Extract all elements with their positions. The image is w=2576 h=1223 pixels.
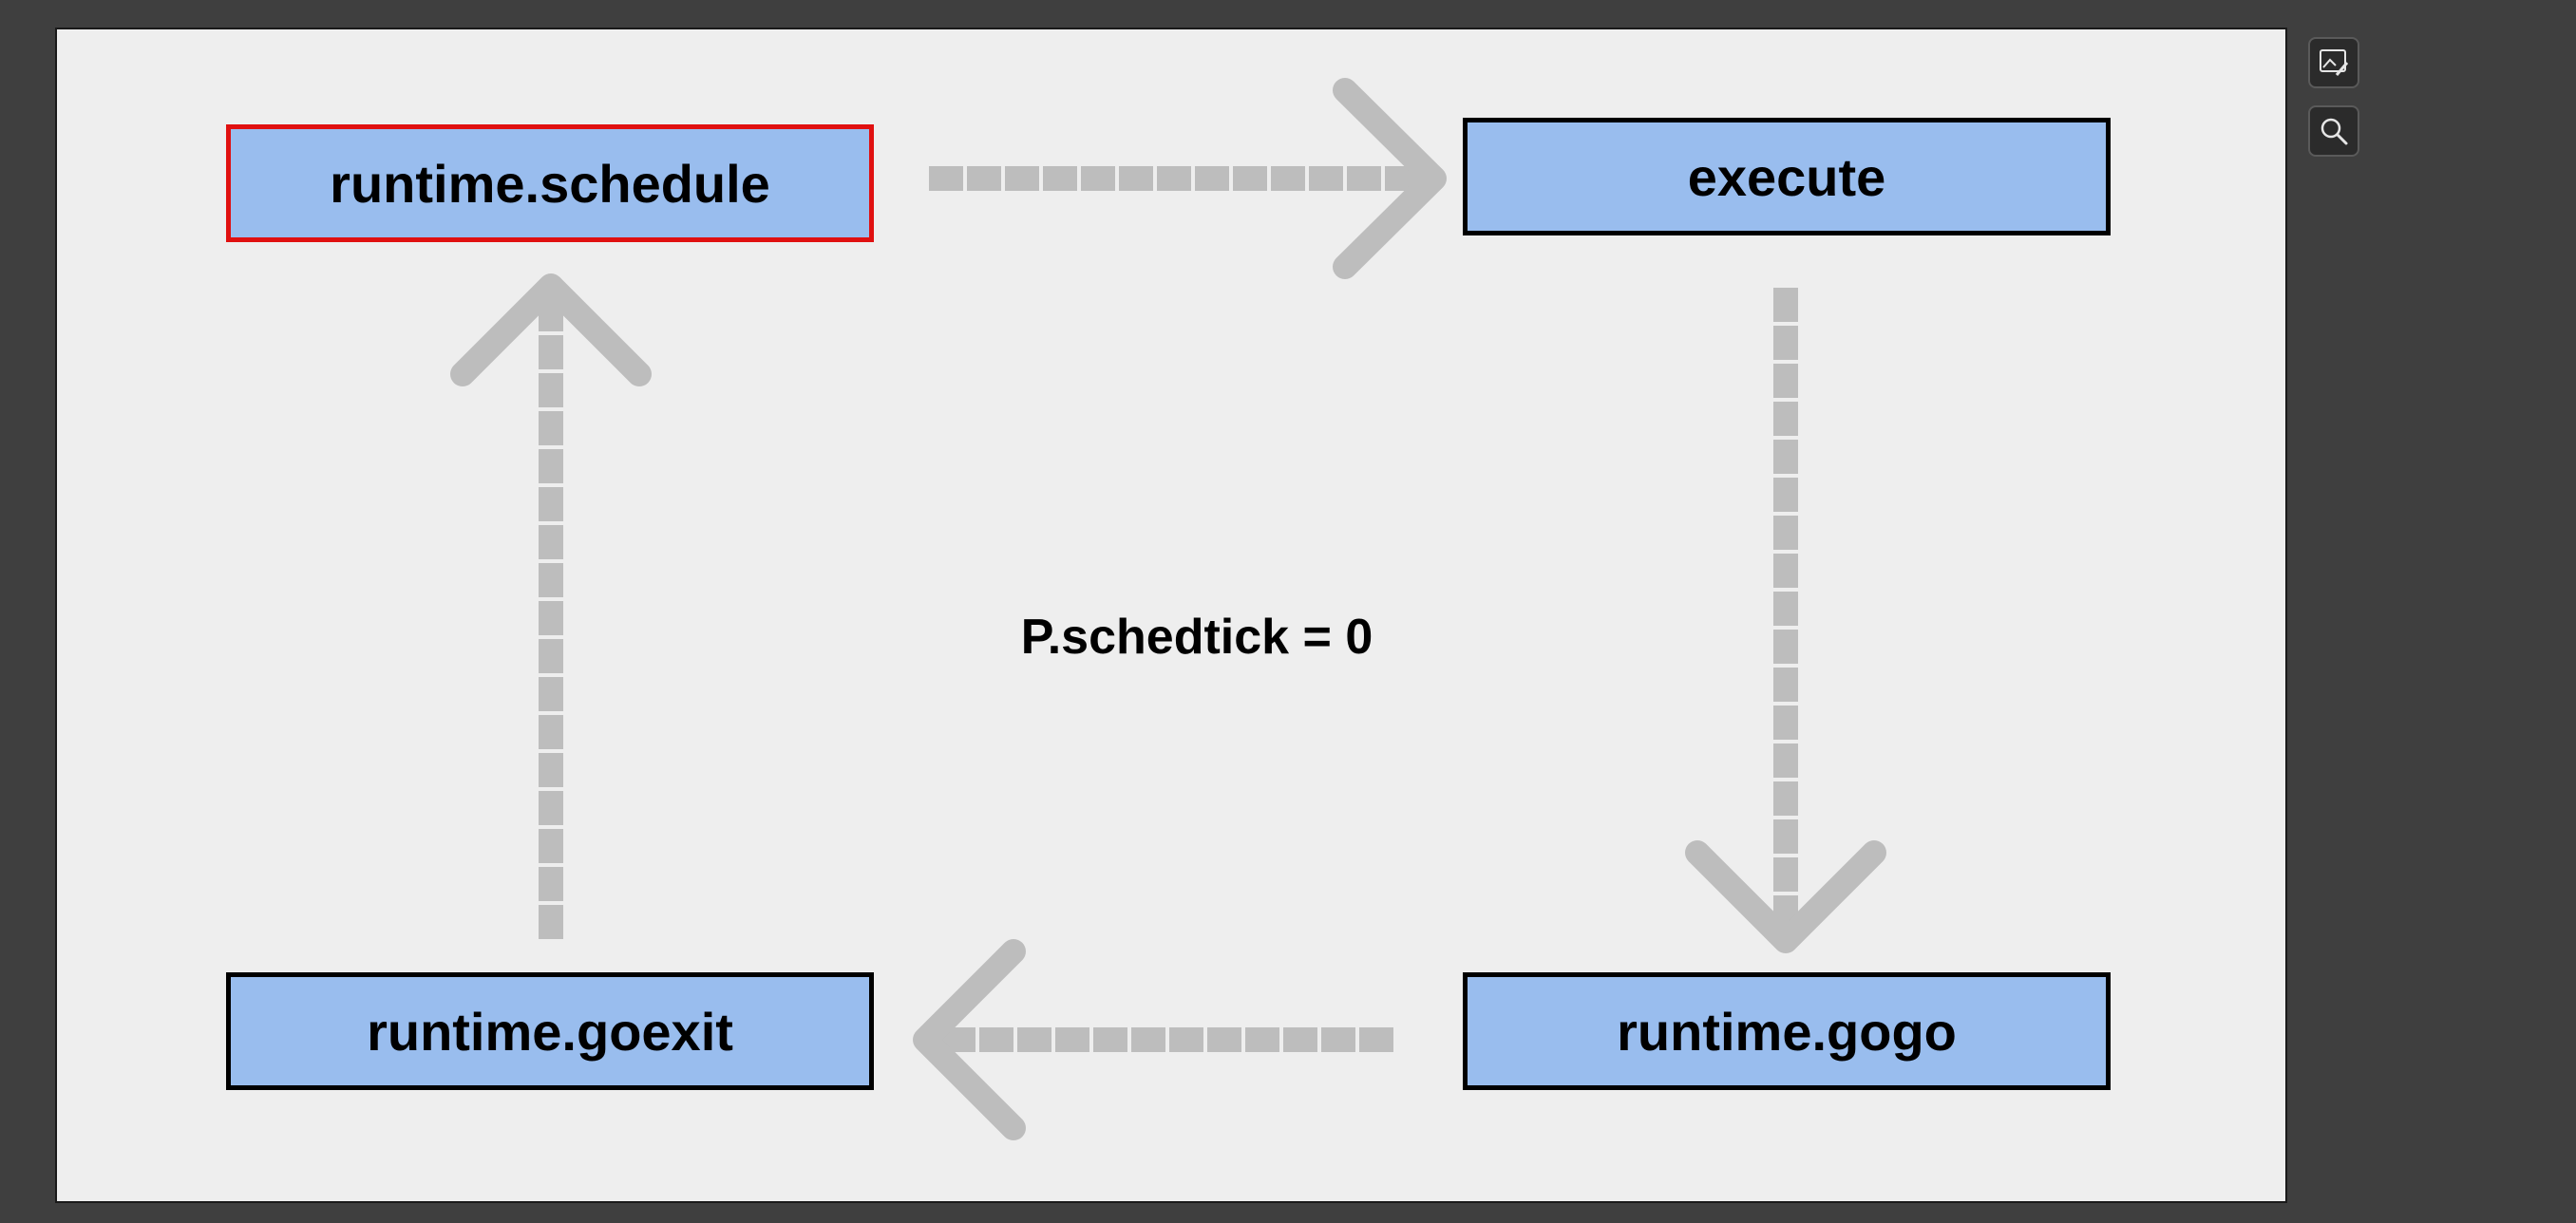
center-label: P.schedtick = 0 [1020, 610, 1373, 665]
node-runtime-schedule: runtime.schedule [226, 124, 874, 242]
arrow-gogo-to-goexit-head [913, 939, 1026, 1140]
node-runtime-gogo-label: runtime.gogo [1617, 1001, 1957, 1062]
search-button[interactable] [2308, 105, 2359, 157]
arrow-goexit-to-schedule-head [450, 273, 652, 386]
node-execute-label: execute [1687, 146, 1886, 207]
edit-image-icon [2320, 49, 2349, 76]
flow-arrows [450, 78, 1886, 1140]
node-execute: execute [1463, 118, 2111, 235]
node-runtime-gogo: runtime.gogo [1463, 972, 2111, 1090]
arrow-execute-to-gogo-head [1685, 840, 1886, 953]
node-runtime-goexit-label: runtime.goexit [367, 1001, 733, 1062]
node-runtime-schedule-label: runtime.schedule [330, 153, 770, 214]
search-icon [2320, 118, 2348, 145]
diagram-canvas: runtime.schedule execute runtime.goexit … [55, 28, 2287, 1203]
edit-image-button[interactable] [2308, 37, 2359, 88]
arrow-schedule-to-execute-head [1333, 78, 1447, 279]
node-runtime-goexit: runtime.goexit [226, 972, 874, 1090]
